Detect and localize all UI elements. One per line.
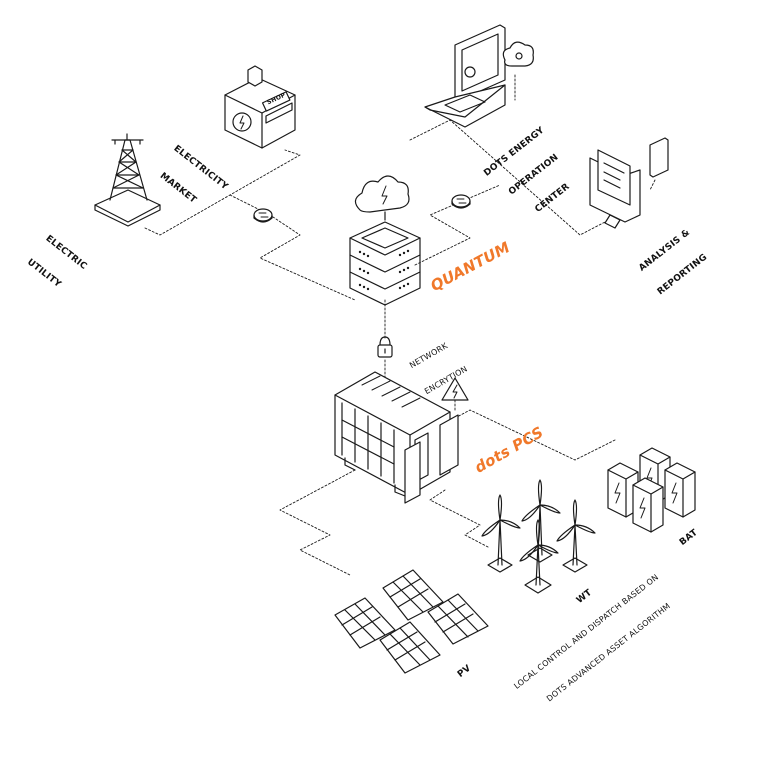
cloud-icon	[354, 175, 410, 221]
exchange-token-right-icon	[451, 194, 471, 209]
connector-market-quantum	[229, 194, 356, 301]
warning-sign-icon	[441, 377, 469, 401]
connector-pcs-pv	[279, 469, 356, 576]
wind-turbine-4	[556, 499, 596, 573]
cloud-gear-icon	[502, 41, 534, 67]
connector-pcs-wt	[429, 489, 489, 548]
battery-icon	[607, 447, 696, 533]
wind-turbine-2	[521, 479, 561, 563]
wind-turbine-1	[481, 494, 521, 573]
transmission-tower-icon	[94, 133, 161, 227]
connector-analysis-checklist	[649, 179, 656, 191]
monitor-report-icon	[589, 137, 669, 229]
exchange-token-left-icon	[253, 208, 273, 223]
solar-panel-4	[427, 593, 489, 645]
battery-3	[664, 462, 696, 518]
battery-4	[632, 477, 664, 533]
shop-icon	[224, 65, 296, 149]
pcs-cabinet-icon	[334, 371, 459, 504]
label-line: ELECTRIC	[43, 233, 89, 272]
connector-pcs-bat	[454, 409, 616, 461]
connector-lines	[144, 74, 656, 576]
solar-panel-2	[382, 569, 444, 621]
label-line: NETWORK	[408, 341, 450, 371]
solar-panel-icon	[334, 569, 489, 674]
wind-turbine-icon	[481, 479, 596, 594]
solar-panel-3	[379, 621, 441, 674]
padlock-icon	[377, 336, 393, 358]
solar-panel-1	[334, 597, 396, 649]
wind-turbine-3	[519, 519, 559, 594]
laptop-icon	[424, 24, 506, 128]
server-stack-icon	[349, 221, 421, 306]
connector-center-analysis	[409, 119, 606, 236]
